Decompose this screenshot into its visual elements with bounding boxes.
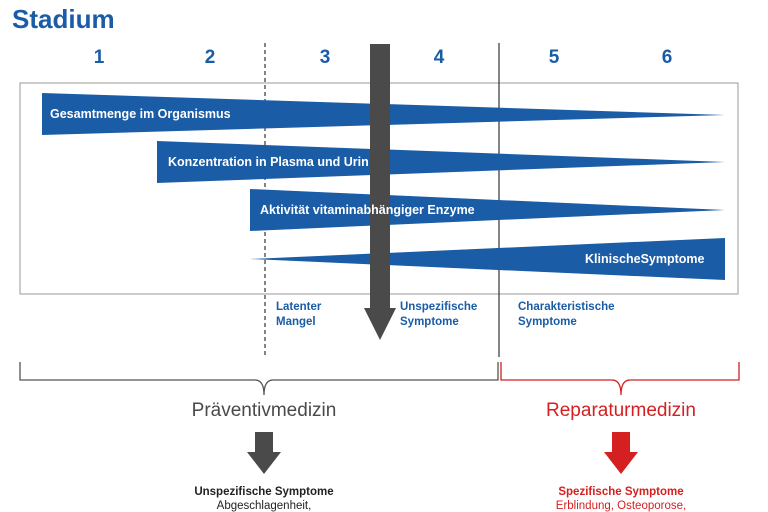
preventive-arrow-shaft — [255, 432, 273, 454]
preventive-bracket — [19, 362, 499, 396]
wedge-clinical-symptoms — [250, 238, 725, 280]
stage-number-3: 3 — [319, 47, 331, 68]
stage-arrow-head — [364, 308, 396, 340]
wedge-label-clinical-symptoms: KlinischeSymptome — [585, 252, 705, 266]
stage-number-2: 2 — [204, 47, 216, 68]
phase-label-characteristic: Charakteristische Symptome — [518, 301, 615, 328]
wedge-label-enzyme-activity: Aktivität vitaminabhängiger Enzyme — [260, 203, 475, 217]
page-title: Stadium — [12, 4, 115, 34]
preventive-arrow-head — [247, 452, 281, 474]
stage-number-5: 5 — [548, 47, 560, 68]
phase-label-unspecific: Unspezifische Symptome — [400, 301, 478, 328]
stage-number-6: 6 — [661, 47, 673, 68]
repair-medicine-label: Reparaturmedizin — [546, 400, 696, 421]
preventive-consequence-heading: Unspezifische Symptome — [194, 486, 334, 498]
preventive-medicine-label: Präventivmedizin — [191, 400, 337, 421]
repair-consequence-detail: Erblindung, Osteoporose, — [555, 500, 687, 512]
repair-bracket — [500, 362, 740, 396]
preventive-consequence-detail: Abgeschlagenheit, — [216, 500, 312, 512]
stage-number-4: 4 — [433, 47, 445, 68]
stage-arrow-shaft — [370, 44, 390, 310]
stage-number-1: 1 — [93, 47, 105, 68]
wedge-label-total-amount: Gesamtmenge im Organismus — [50, 107, 231, 121]
phase-label-latent: Latenter Mangel — [276, 301, 322, 328]
repair-arrow-head — [604, 452, 638, 474]
repair-arrow-shaft — [612, 432, 630, 454]
wedge-plasma-urine — [157, 141, 725, 183]
wedge-enzyme-activity — [250, 189, 725, 231]
repair-consequence-heading: Spezifische Symptome — [558, 486, 684, 498]
wedge-label-plasma-urine: Konzentration in Plasma und Urin — [168, 155, 369, 169]
